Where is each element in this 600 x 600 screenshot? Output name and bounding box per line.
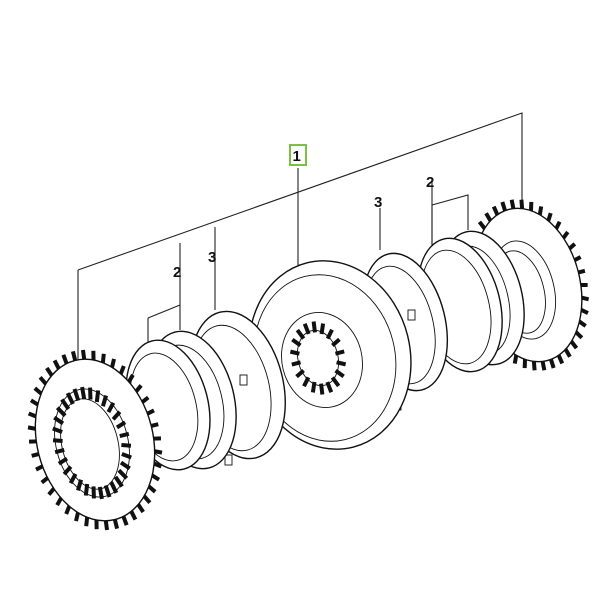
callout-highlight-box [289, 144, 307, 166]
callout-main[interactable]: 1 [289, 144, 307, 166]
synchro-hub-main[interactable] [229, 243, 430, 466]
callout-label-synchro-right[interactable]: 3 [374, 194, 382, 211]
callout-label-1: 1 [293, 148, 301, 165]
callout-label-ring-right[interactable]: 2 [426, 174, 434, 191]
callout-label-synchro-left[interactable]: 3 [208, 249, 216, 266]
hub-splines [289, 321, 347, 395]
callout-label-ring-left[interactable]: 2 [173, 264, 181, 281]
inner-splines-left [52, 386, 132, 500]
clutch-gear-left[interactable] [19, 346, 171, 533]
gear-teeth-left [27, 349, 163, 531]
